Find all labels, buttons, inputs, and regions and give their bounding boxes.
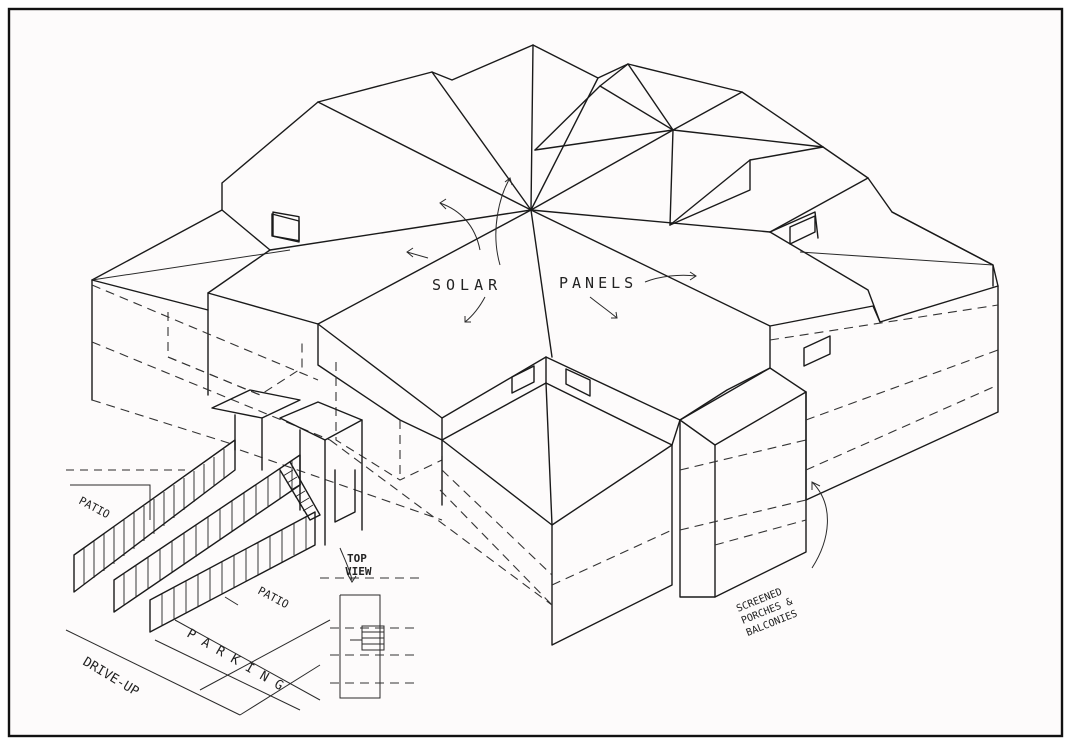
porch-tower [679, 367, 807, 598]
drawing-frame [7, 7, 1064, 738]
label-panels: PANELS [559, 274, 637, 292]
top-view-plan [320, 577, 420, 699]
roof-wing-right [769, 177, 994, 323]
annotation-arrows [339, 177, 828, 583]
ramps [73, 439, 316, 633]
front-cube [439, 439, 673, 646]
roof-pyramid-right [534, 63, 824, 226]
label-top-view-2: VIEW [345, 565, 372, 578]
roof-windows [271, 213, 831, 397]
roof-front [441, 356, 681, 526]
label-solar: SOLAR [432, 276, 502, 294]
site-plan [65, 469, 420, 716]
label-top-view-1: TOP [347, 552, 367, 565]
walls [91, 279, 999, 646]
